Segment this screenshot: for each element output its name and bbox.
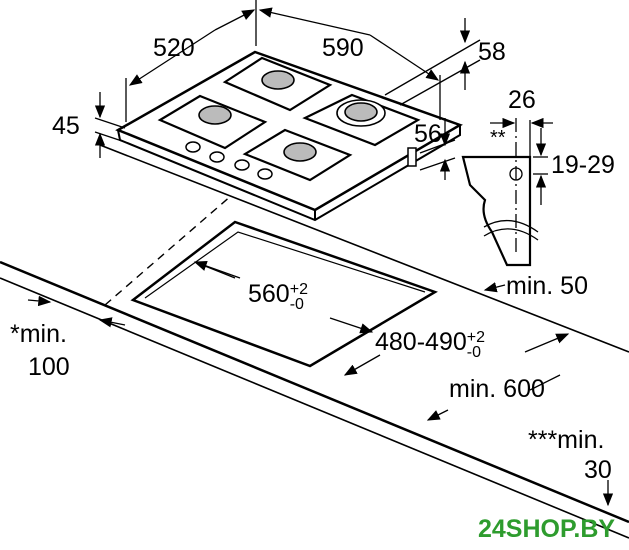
label-front-note-1: ***min. <box>528 426 605 454</box>
label-hob-width: 520 <box>153 34 195 62</box>
label-front-note-2: 30 <box>584 456 612 484</box>
worktop-front-bottom <box>0 277 629 539</box>
label-side-note-2: 100 <box>28 353 70 381</box>
label-cutout-depth: 480-490+2-0 <box>375 328 485 362</box>
label-burner-height: 58 <box>478 38 506 66</box>
bracket-detail <box>461 117 553 267</box>
label-min-depth: min. 600 <box>449 375 545 403</box>
label-hob-thickness: 45 <box>52 112 80 140</box>
label-bracket-note: ** <box>490 127 506 149</box>
worktop-front-edge <box>0 260 629 524</box>
label-cutout-width: 560+2-0 <box>248 280 308 314</box>
label-worktop-thickness: 19-29 <box>551 151 615 179</box>
label-hob-depth: 590 <box>322 34 364 62</box>
label-min-back: min. 50 <box>506 272 588 300</box>
cutout <box>130 220 438 368</box>
hob <box>115 50 463 222</box>
shop-logo: 24SHOP.BY <box>478 515 616 543</box>
label-under-depth: 56 <box>414 120 442 148</box>
label-side-note-1: *min. <box>10 320 67 348</box>
label-bracket-width: 26 <box>508 86 536 114</box>
worktop-back-edge <box>99 144 629 353</box>
